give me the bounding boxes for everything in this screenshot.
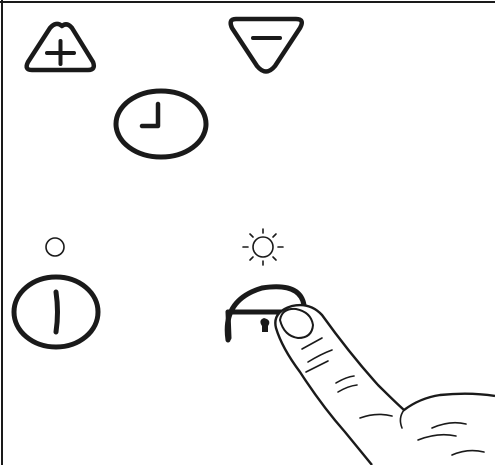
plus-button[interactable] — [27, 24, 94, 70]
minus-button[interactable] — [231, 19, 302, 72]
padlock-body-edge-icon — [228, 312, 229, 338]
clock-hands-icon — [142, 104, 158, 126]
indicator-off-circle-icon — [46, 238, 64, 256]
keyhole-icon — [260, 318, 269, 332]
timer-button[interactable] — [116, 91, 206, 157]
indicator-sun-icon — [243, 229, 283, 265]
finger-outline — [275, 305, 495, 465]
clock-icon — [116, 91, 206, 157]
pressing-finger-icon — [275, 305, 495, 465]
plus-sign-icon — [47, 41, 74, 64]
power-line-icon — [56, 292, 58, 332]
minus-triangle-icon — [231, 19, 302, 72]
power-button[interactable] — [14, 277, 98, 347]
